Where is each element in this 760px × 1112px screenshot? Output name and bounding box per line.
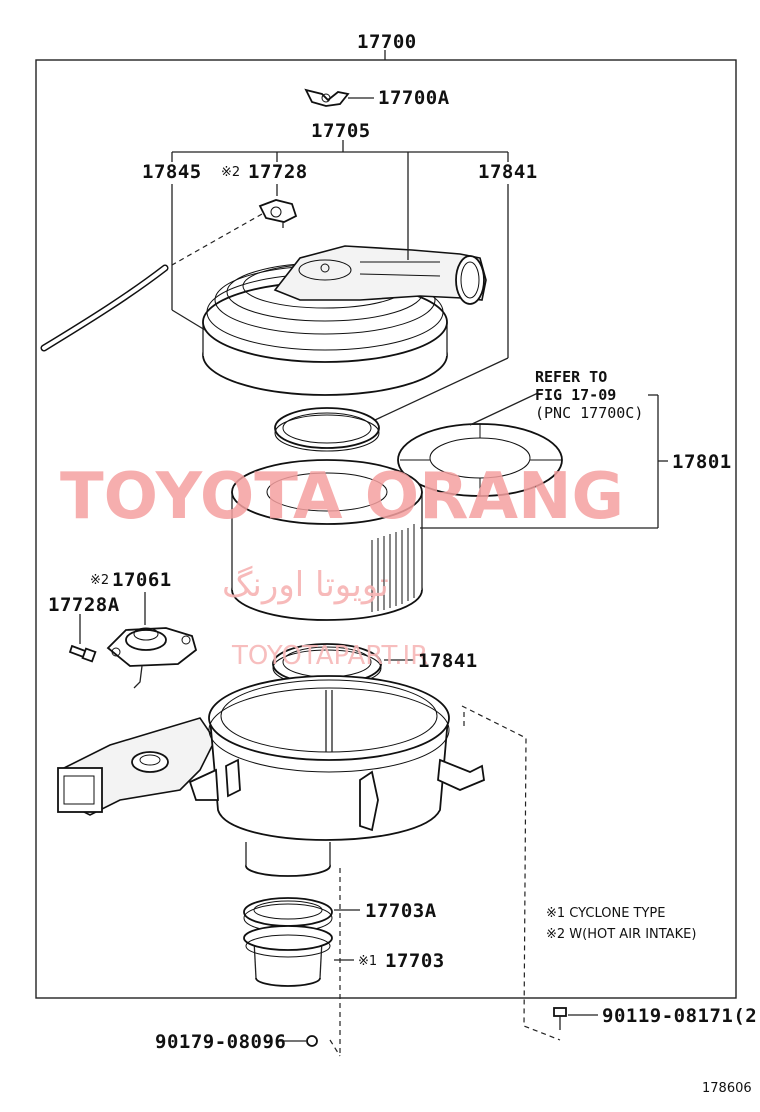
label-wing-nut[interactable]: 17700A [378, 87, 450, 109]
hose-drawing [40, 264, 169, 352]
watermark-farsi: تویوتا اورنگ [222, 565, 389, 605]
air-cleaner-cap-drawing [202, 245, 487, 396]
screw-drawing [68, 614, 97, 663]
label-assembly[interactable]: 17700 [357, 31, 417, 53]
cyclone-drawing [243, 925, 354, 987]
label-screw[interactable]: 17728A [48, 594, 120, 616]
label-clamp[interactable]: 90179-08096 [155, 1031, 286, 1053]
label-cap-assembly[interactable]: 17705 [311, 120, 371, 142]
clamp-drawing [278, 1035, 318, 1047]
label-element[interactable]: 17801 [672, 451, 732, 473]
label-gasket-top[interactable]: 17841 [478, 161, 538, 183]
note-hot-air-intake: ※2 W(HOT AIR INTAKE) [546, 927, 696, 942]
element-leader-lines [420, 392, 668, 529]
refer-line-1: REFER TO [535, 368, 607, 386]
label-sensor-mark: ※2 [221, 165, 240, 180]
label-bolt[interactable]: 90119-08171(2) [602, 1005, 760, 1027]
watermark-brand: TOYOTA ORANG [60, 460, 624, 534]
watermark-url: TOYOTAPART.IR [231, 641, 428, 671]
label-cyclone-mark: ※1 [358, 954, 377, 969]
label-valve-mark: ※2 [90, 573, 109, 588]
figure-code: 178606 [702, 1081, 752, 1096]
cap-leader-lines [171, 140, 509, 421]
label-seal[interactable]: 17703A [365, 900, 437, 922]
pleat-lines [371, 524, 415, 612]
filter-element-drawing [231, 459, 423, 621]
watermark: TOYOTA ORANG تویوتا اورنگ TOYOTAPART.IR [60, 460, 624, 671]
wing-nut-drawing [304, 88, 374, 107]
air-cleaner-case-drawing [57, 675, 485, 877]
assembly-frame [35, 59, 737, 999]
label-cyclone[interactable]: 17703 [385, 950, 445, 972]
label-gasket-bottom[interactable]: 17841 [418, 650, 478, 672]
sensor-drawing [171, 199, 298, 266]
gasket-top-drawing [274, 407, 380, 452]
valve-drawing [106, 592, 198, 689]
label-hose[interactable]: 17845 [142, 161, 202, 183]
refer-line-3: (PNC 17700C) [535, 404, 643, 422]
flat-ring-drawing [397, 423, 563, 497]
refer-line-2[interactable]: FIG 17-09 [535, 386, 616, 404]
label-sensor[interactable]: 17728 [248, 161, 308, 183]
bolt-drawing [461, 705, 598, 1041]
label-valve[interactable]: 17061 [112, 569, 172, 591]
gasket-bottom-drawing [272, 643, 414, 687]
note-cyclone-type: ※1 CYCLONE TYPE [546, 906, 665, 921]
